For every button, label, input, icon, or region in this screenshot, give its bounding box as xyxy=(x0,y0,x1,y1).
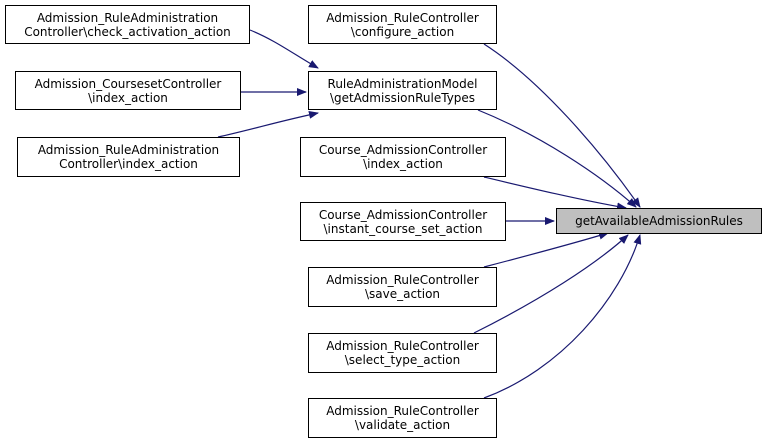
node-label-line: Course_AdmissionController xyxy=(318,143,488,157)
edge-rule-admin-index-to-model xyxy=(217,110,319,138)
node-courseset-index-action[interactable]: Admission_CoursesetController \index_act… xyxy=(15,71,241,110)
node-course-admission-index-action[interactable]: Course_AdmissionController \index_action xyxy=(300,137,506,177)
node-select-type-action[interactable]: Admission_RuleController \select_type_ac… xyxy=(308,333,497,373)
node-label-line: Admission_RuleController xyxy=(326,273,479,287)
node-label-line: Admission_RuleController xyxy=(326,339,479,353)
node-label-line: \getAdmissionRuleTypes xyxy=(329,90,476,105)
node-label-line: \configure_action xyxy=(350,24,455,39)
edge-save-to-target xyxy=(483,231,609,268)
node-validate-action[interactable]: Admission_RuleController \validate_actio… xyxy=(308,398,497,438)
node-label-line: \select_type_action xyxy=(344,353,461,367)
node-check-activation-action[interactable]: Admission_RuleAdministration Controller\… xyxy=(5,5,250,44)
edge-check-activation-to-model xyxy=(249,29,319,69)
edge-model-to-target xyxy=(477,109,637,208)
node-get-admission-rule-types[interactable]: RuleAdministrationModel \getAdmissionRul… xyxy=(308,71,497,110)
node-label-line: \instant_course_set_action xyxy=(323,221,483,236)
edge-select-type-to-target xyxy=(473,234,629,334)
node-label-line: \index_action xyxy=(88,90,168,105)
node-label-line: getAvailableAdmissionRules xyxy=(575,214,743,228)
node-label-line: Controller\index_action xyxy=(59,157,198,171)
node-label-line: Admission_RuleController xyxy=(326,404,479,418)
node-label-line: Admission_RuleController xyxy=(326,10,479,25)
node-label-line: RuleAdministrationModel xyxy=(327,76,478,91)
node-rule-administration-index-action[interactable]: Admission_RuleAdministration Controller\… xyxy=(17,137,240,177)
node-label-line: \index_action xyxy=(363,157,443,171)
node-label-line: \save_action xyxy=(364,287,441,301)
node-configure-action[interactable]: Admission_RuleController \configure_acti… xyxy=(308,5,497,44)
node-label-line: Admission_CoursesetController xyxy=(34,76,222,91)
edges xyxy=(217,29,642,399)
edge-validate-to-target xyxy=(483,234,642,399)
node-label-line: Course_AdmissionController xyxy=(318,207,488,222)
node-save-action[interactable]: Admission_RuleController \save_action xyxy=(308,267,497,307)
node-label-line: Admission_RuleAdministration xyxy=(37,143,220,157)
edge-configure-to-target xyxy=(483,43,641,208)
node-label-line: \validate_action xyxy=(354,418,451,432)
edge-course-index-to-target xyxy=(483,176,627,211)
node-label-line: Admission_RuleAdministration xyxy=(36,10,219,25)
node-get-available-admission-rules: getAvailableAdmissionRules xyxy=(556,208,762,234)
node-label-line: Controller\check_activation_action xyxy=(24,24,231,39)
node-instant-course-set-action[interactable]: Course_AdmissionController \instant_cour… xyxy=(300,202,506,241)
